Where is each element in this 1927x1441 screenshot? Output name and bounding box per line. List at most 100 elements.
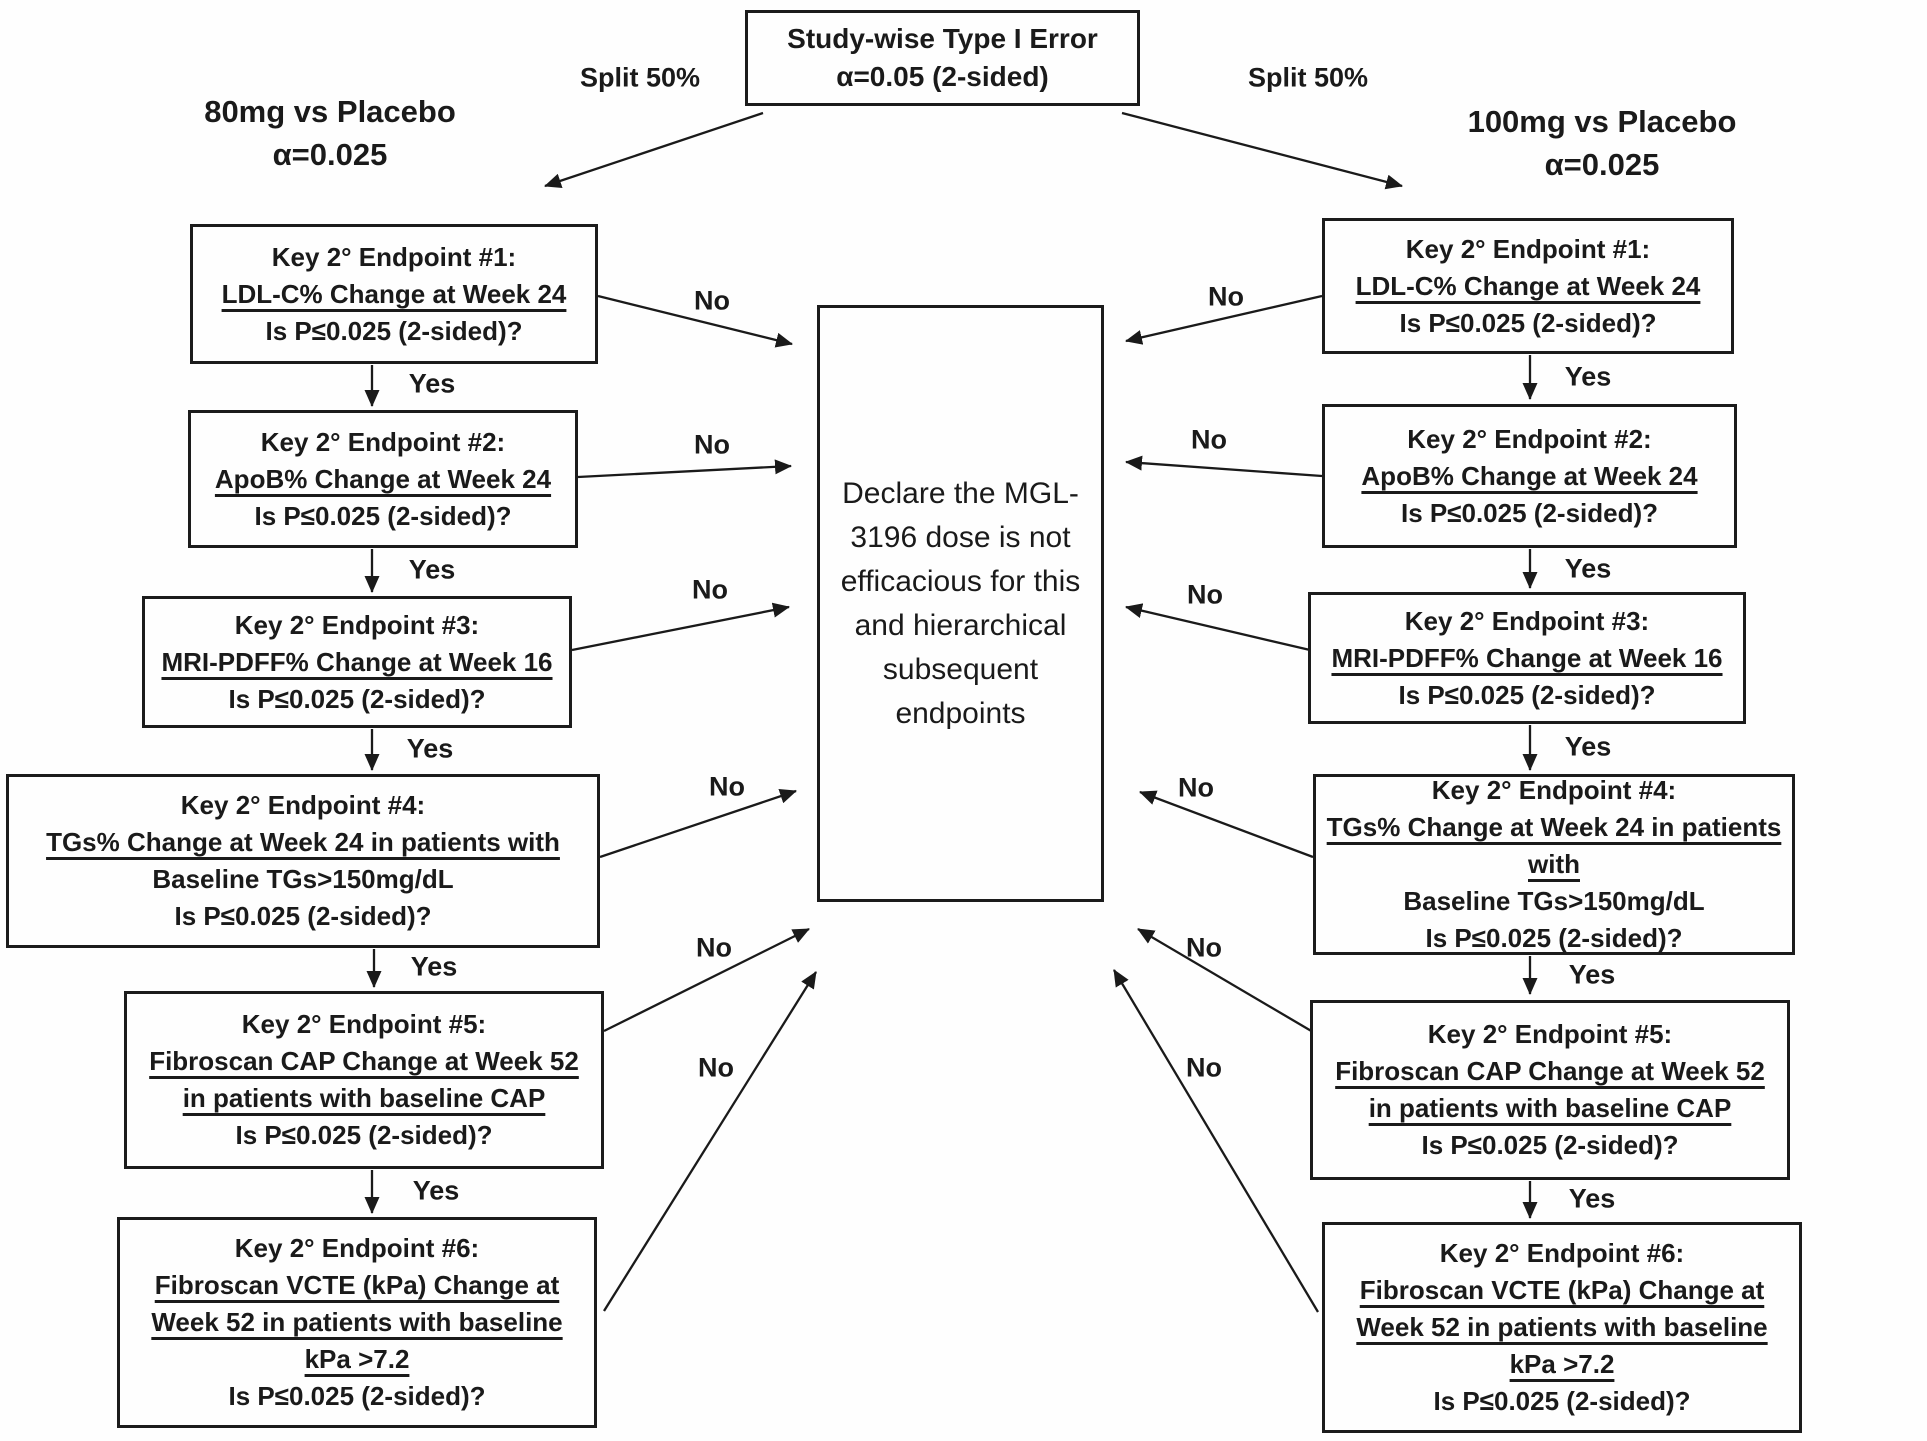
no-label: No [1178, 772, 1214, 803]
box-line-underlined: in patients with baseline CAP [182, 1083, 546, 1113]
yes-label: Yes [408, 368, 456, 399]
box-line: Key 2° Endpoint #6: [234, 1233, 480, 1263]
box-line-underlined: MRI-PDFF% Change at Week 16 [161, 646, 553, 677]
box-line: Is P≤0.025 (2-sided)? [265, 315, 523, 346]
right-branch-header-line2: α=0.025 [1544, 147, 1660, 182]
left-branch-header: 80mg vs Placebo α=0.025 [130, 90, 530, 176]
box-line: Is P≤0.025 (2-sided)? [1399, 307, 1657, 338]
yes-label: Yes [1564, 731, 1612, 762]
no-arrow-right-6 [1113, 969, 1319, 1313]
box-line: Baseline TGs>150mg/dL [152, 864, 454, 894]
no-label: No [1208, 281, 1244, 312]
yes-label: Yes [410, 951, 458, 982]
terminal-line: endpoints [895, 696, 1026, 730]
terminal-line: Declare the MGL- [842, 476, 1079, 510]
box-line: Is P≤0.025 (2-sided)? [1398, 679, 1656, 710]
box-line: Key 2° Endpoint #3: [1404, 605, 1650, 636]
terminal-line: and hierarchical [854, 608, 1067, 642]
study-box-line1: Study-wise Type I Error [787, 23, 1098, 54]
endpoint-box-left-2: Key 2° Endpoint #2: ApoB% Change at Week… [188, 410, 578, 548]
endpoint-box-left-4: Key 2° Endpoint #4: TGs% Change at Week … [6, 774, 600, 948]
no-arrow-right-2 [1125, 455, 1323, 478]
box-line: Key 2° Endpoint #6: [1439, 1238, 1685, 1268]
endpoint-box-right-2: Key 2° Endpoint #2: ApoB% Change at Week… [1322, 404, 1737, 548]
left-branch-header-line1: 80mg vs Placebo [204, 94, 456, 129]
box-line: Key 2° Endpoint #4: [1431, 775, 1677, 805]
no-label: No [1191, 424, 1227, 455]
no-arrow-right-3 [1125, 603, 1311, 652]
yes-label: Yes [406, 733, 454, 764]
left-branch-header-line2: α=0.025 [272, 137, 388, 172]
split-label-left: Split 50% [579, 62, 701, 93]
endpoint-box-left-6: Key 2° Endpoint #6: Fibroscan VCTE (kPa)… [117, 1217, 597, 1428]
box-line: Is P≤0.025 (2-sided)? [1400, 497, 1659, 528]
yes-label: Yes [1564, 361, 1612, 392]
box-line: Is P≤0.025 (2-sided)? [174, 901, 432, 931]
split-arrow-right [1121, 111, 1403, 190]
terminal-line: efficacious for this [840, 564, 1081, 598]
study-box-line2: α=0.05 (2-sided) [836, 61, 1049, 92]
endpoint-box-right-5: Key 2° Endpoint #5: Fibroscan CAP Change… [1310, 1000, 1790, 1180]
study-type1-error-box: Study-wise Type I Error α=0.05 (2-sided) [745, 10, 1140, 106]
yes-label: Yes [412, 1175, 460, 1206]
no-label: No [1187, 579, 1223, 610]
box-line-underlined: kPa >7.2 [304, 1344, 410, 1374]
endpoint-box-left-1: Key 2° Endpoint #1: LDL-C% Change at Wee… [190, 224, 598, 364]
box-line: Key 2° Endpoint #3: [234, 609, 480, 640]
terminal-line: subsequent [882, 652, 1039, 686]
box-line: Is P≤0.025 (2-sided)? [228, 1381, 486, 1411]
no-label: No [692, 574, 728, 605]
box-line: Key 2° Endpoint #5: [1427, 1019, 1673, 1049]
no-arrow-left-4 [599, 788, 797, 859]
no-arrow-left-2 [577, 459, 792, 479]
box-line: Is P≤0.025 (2-sided)? [1433, 1386, 1691, 1416]
box-line: Key 2° Endpoint #1: [271, 241, 517, 272]
box-line-underlined: Fibroscan VCTE (kPa) Change at [154, 1270, 560, 1300]
no-label: No [698, 1052, 734, 1083]
yes-label: Yes [1564, 553, 1612, 584]
box-line-underlined: MRI-PDFF% Change at Week 16 [1331, 642, 1723, 673]
endpoint-box-right-1: Key 2° Endpoint #1: LDL-C% Change at Wee… [1322, 218, 1734, 354]
box-line: Is P≤0.025 (2-sided)? [235, 1120, 493, 1150]
endpoint-box-right-6: Key 2° Endpoint #6: Fibroscan VCTE (kPa)… [1322, 1222, 1802, 1433]
box-line: Is P≤0.025 (2-sided)? [1425, 923, 1683, 953]
yes-label: Yes [1568, 959, 1616, 990]
endpoint-box-left-3: Key 2° Endpoint #3: MRI-PDFF% Change at … [142, 596, 572, 728]
terminal-line: 3196 dose is not [850, 520, 1071, 554]
no-label: No [1186, 932, 1222, 963]
endpoint-box-right-4: Key 2° Endpoint #4: TGs% Change at Week … [1313, 774, 1795, 955]
declare-not-efficacious-box: Declare the MGL- 3196 dose is not effica… [817, 305, 1104, 902]
no-label: No [709, 771, 745, 802]
box-line-underlined: TGs% Change at Week 24 in patients with [46, 827, 560, 857]
split-label-right: Split 50% [1247, 62, 1369, 93]
box-line: Baseline TGs>150mg/dL [1403, 886, 1705, 916]
box-line-underlined: TGs% Change at Week 24 in patients with [1326, 812, 1782, 879]
box-line-underlined: Week 52 in patients with baseline [151, 1307, 563, 1337]
box-line-underlined: ApoB% Change at Week 24 [214, 463, 552, 494]
box-line-underlined: kPa >7.2 [1509, 1349, 1615, 1379]
right-branch-header: 100mg vs Placebo α=0.025 [1402, 100, 1802, 186]
box-line-underlined: Week 52 in patients with baseline [1356, 1312, 1768, 1342]
box-line-underlined: in patients with baseline CAP [1368, 1093, 1732, 1123]
no-arrow-left-3 [571, 602, 790, 652]
split-arrow-left [544, 111, 764, 189]
endpoint-box-right-3: Key 2° Endpoint #3: MRI-PDFF% Change at … [1308, 592, 1746, 724]
yes-label: Yes [1568, 1183, 1616, 1214]
box-line: Is P≤0.025 (2-sided)? [254, 500, 512, 531]
box-line: Key 2° Endpoint #4: [180, 790, 426, 820]
no-arrow-right-4 [1139, 790, 1314, 859]
box-line: Is P≤0.025 (2-sided)? [1421, 1130, 1679, 1160]
box-line: Is P≤0.025 (2-sided)? [228, 683, 486, 714]
no-label: No [696, 932, 732, 963]
box-line: Key 2° Endpoint #1: [1405, 233, 1651, 264]
box-line-underlined: ApoB% Change at Week 24 [1361, 460, 1698, 491]
yes-label: Yes [408, 554, 456, 585]
endpoint-box-left-5: Key 2° Endpoint #5: Fibroscan CAP Change… [124, 991, 604, 1169]
box-line-underlined: Fibroscan CAP Change at Week 52 [149, 1046, 579, 1076]
box-line-underlined: Fibroscan VCTE (kPa) Change at [1359, 1275, 1765, 1305]
box-line-underlined: Fibroscan CAP Change at Week 52 [1335, 1056, 1765, 1086]
box-line-underlined: LDL-C% Change at Week 24 [221, 278, 567, 309]
box-line-underlined: LDL-C% Change at Week 24 [1355, 270, 1701, 301]
no-label: No [1186, 1052, 1222, 1083]
no-arrow-left-6 [603, 971, 817, 1312]
